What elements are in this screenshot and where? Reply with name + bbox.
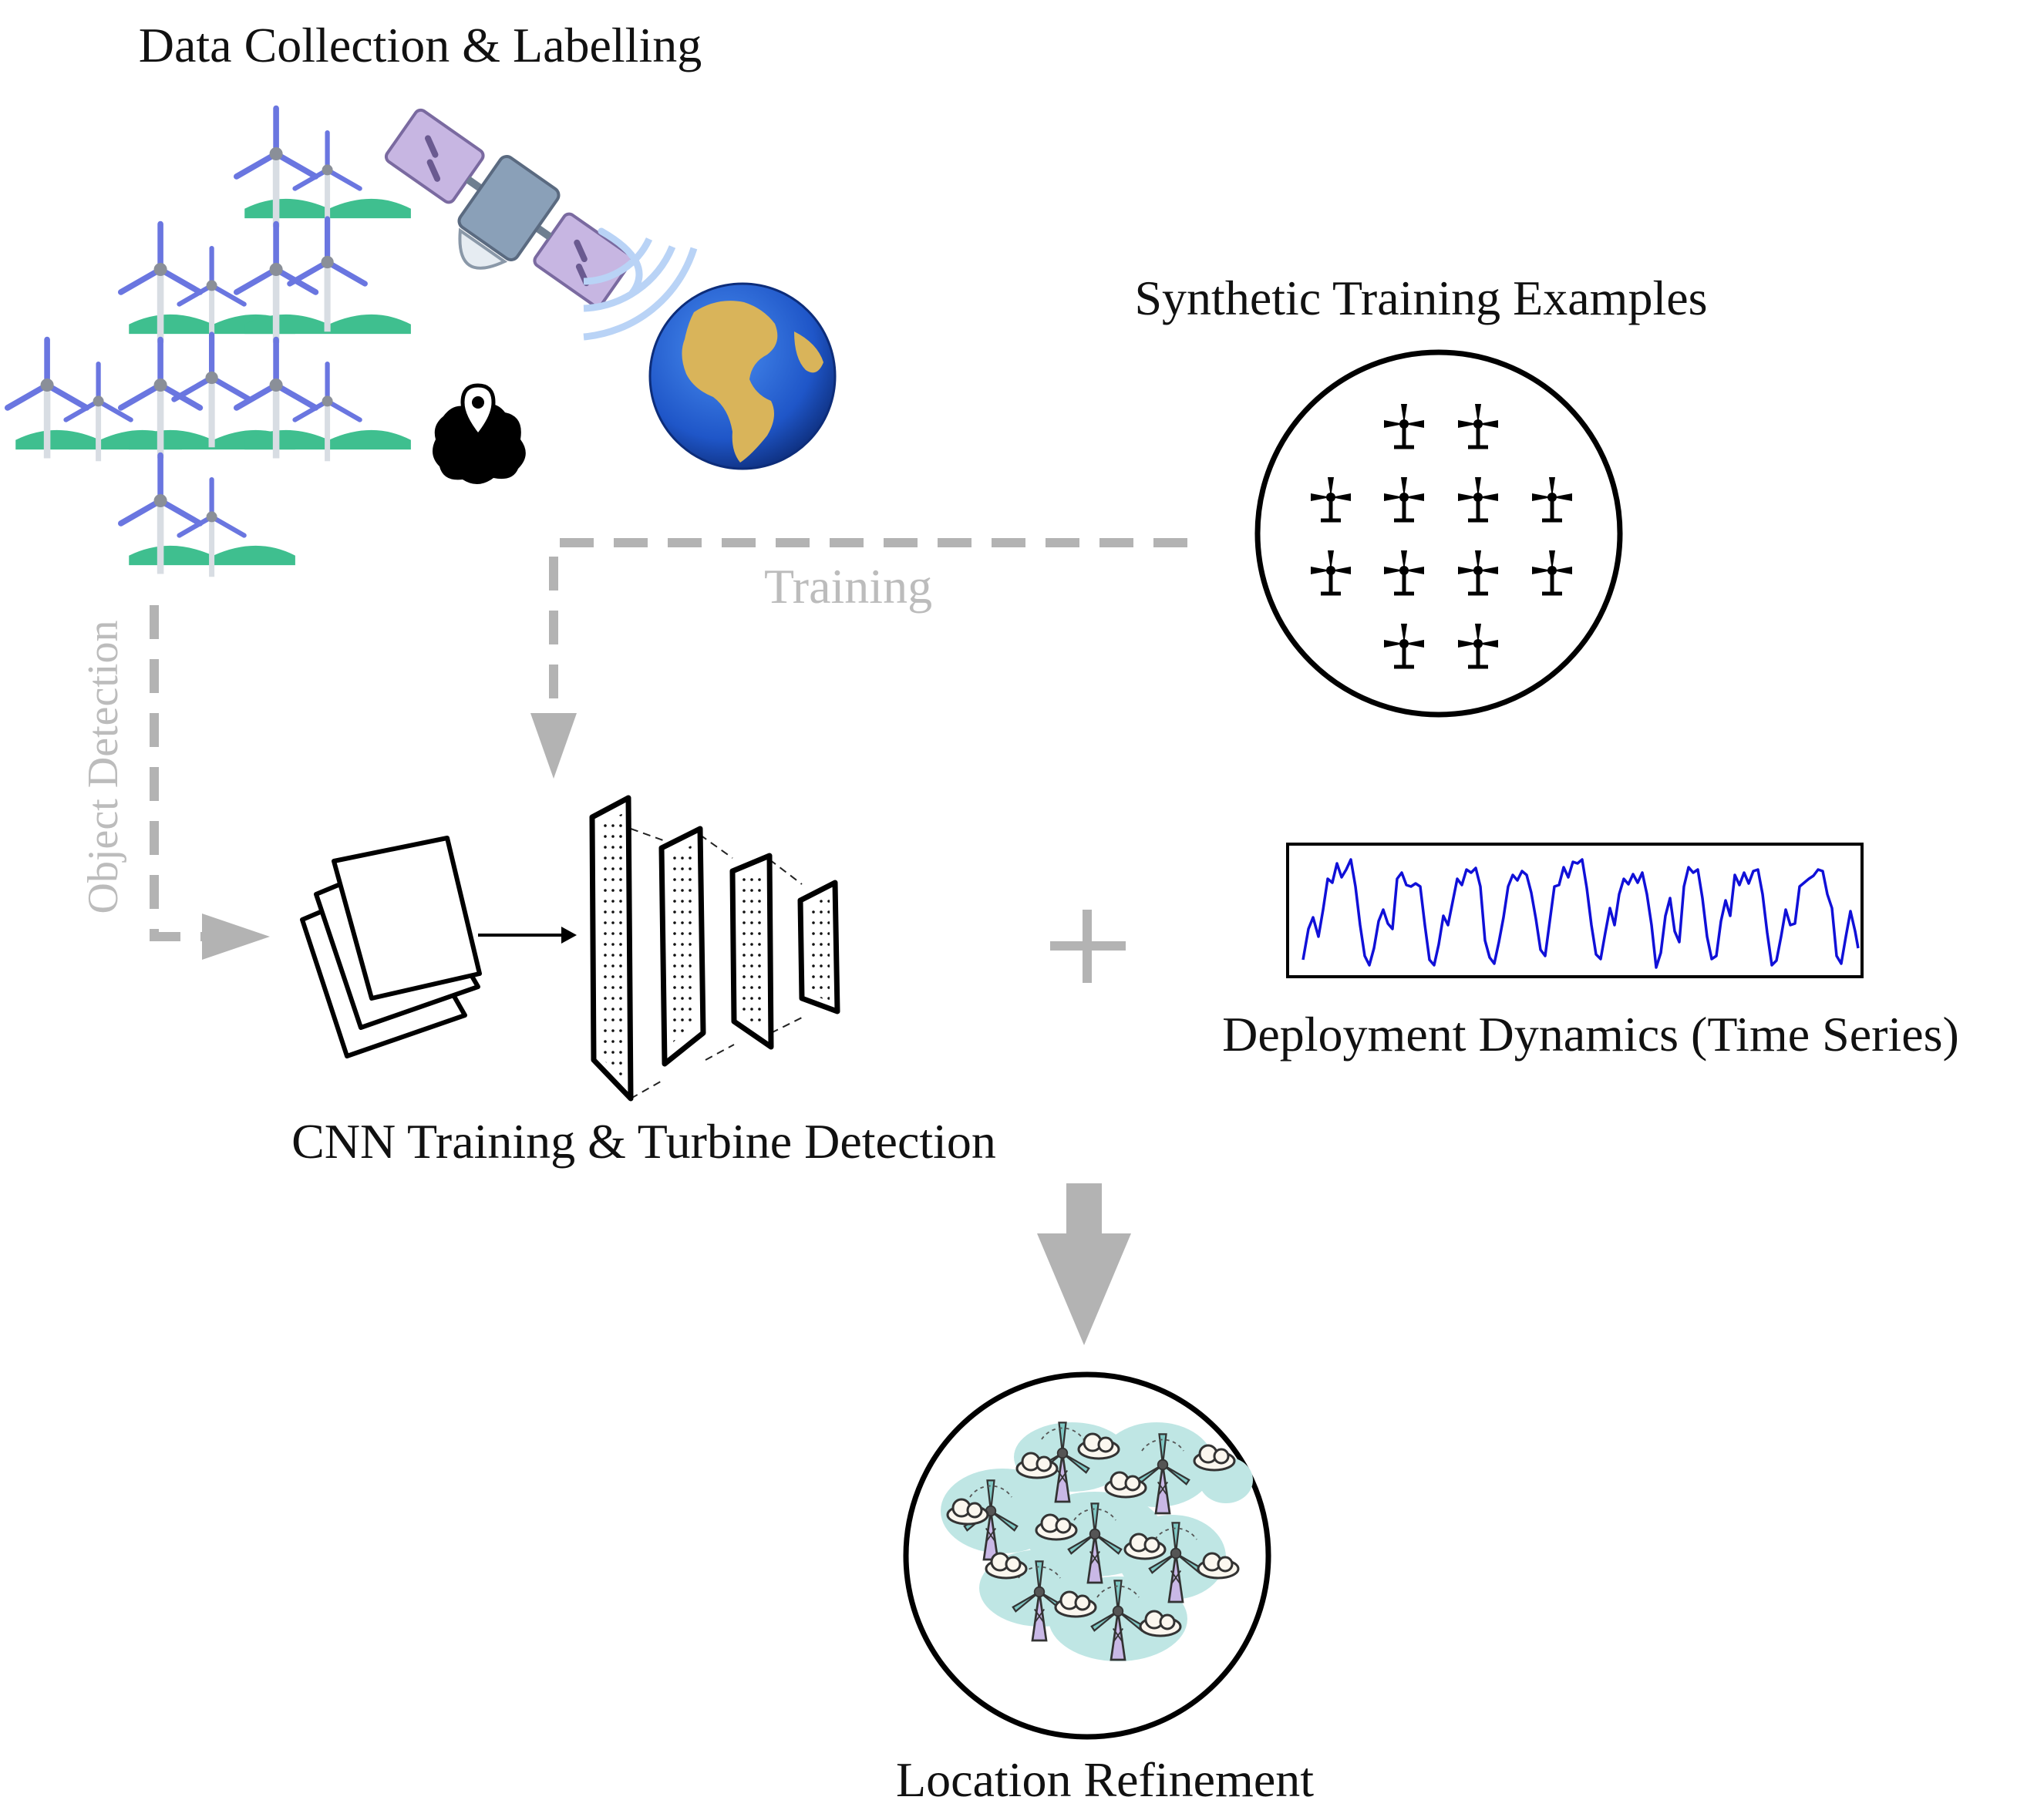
plus-icon — [1050, 910, 1126, 983]
time-series-plot — [1286, 843, 1864, 978]
refinement-arrow — [1037, 1183, 1131, 1345]
image-stack-icon — [300, 836, 482, 1058]
data-collection-title: Data Collection & Labelling — [139, 18, 702, 72]
turbine-cluster-6 — [237, 340, 411, 462]
location-refinement-icon — [903, 1371, 1271, 1740]
wind-turbine-field-icon — [8, 109, 411, 577]
neural-network-icon — [589, 795, 840, 1102]
turbine-cluster-3 — [237, 219, 411, 342]
synthetic-examples-icon — [1254, 349, 1623, 718]
cnn-title: CNN Training & Turbine Detection — [291, 1114, 996, 1169]
location-refinement-title: Location Refinement — [896, 1752, 1314, 1807]
deployment-title: Deployment Dynamics (Time Series) — [1222, 1007, 1959, 1062]
turbine-cluster-7 — [121, 456, 295, 577]
input-arrow — [478, 927, 577, 944]
signal-waves-icon — [583, 227, 698, 341]
map-pin-icon — [433, 383, 526, 485]
turbine-cluster-1 — [237, 109, 411, 230]
synthetic-training-title: Synthetic Training Examples — [1134, 271, 1707, 325]
object-detection-label: Object Detection — [79, 621, 127, 914]
object-detection-arrow — [150, 605, 270, 960]
training-arrow — [530, 538, 1187, 779]
earth-globe-icon — [648, 282, 837, 470]
time-series-line — [1301, 858, 1860, 969]
training-label: Training — [764, 559, 932, 614]
